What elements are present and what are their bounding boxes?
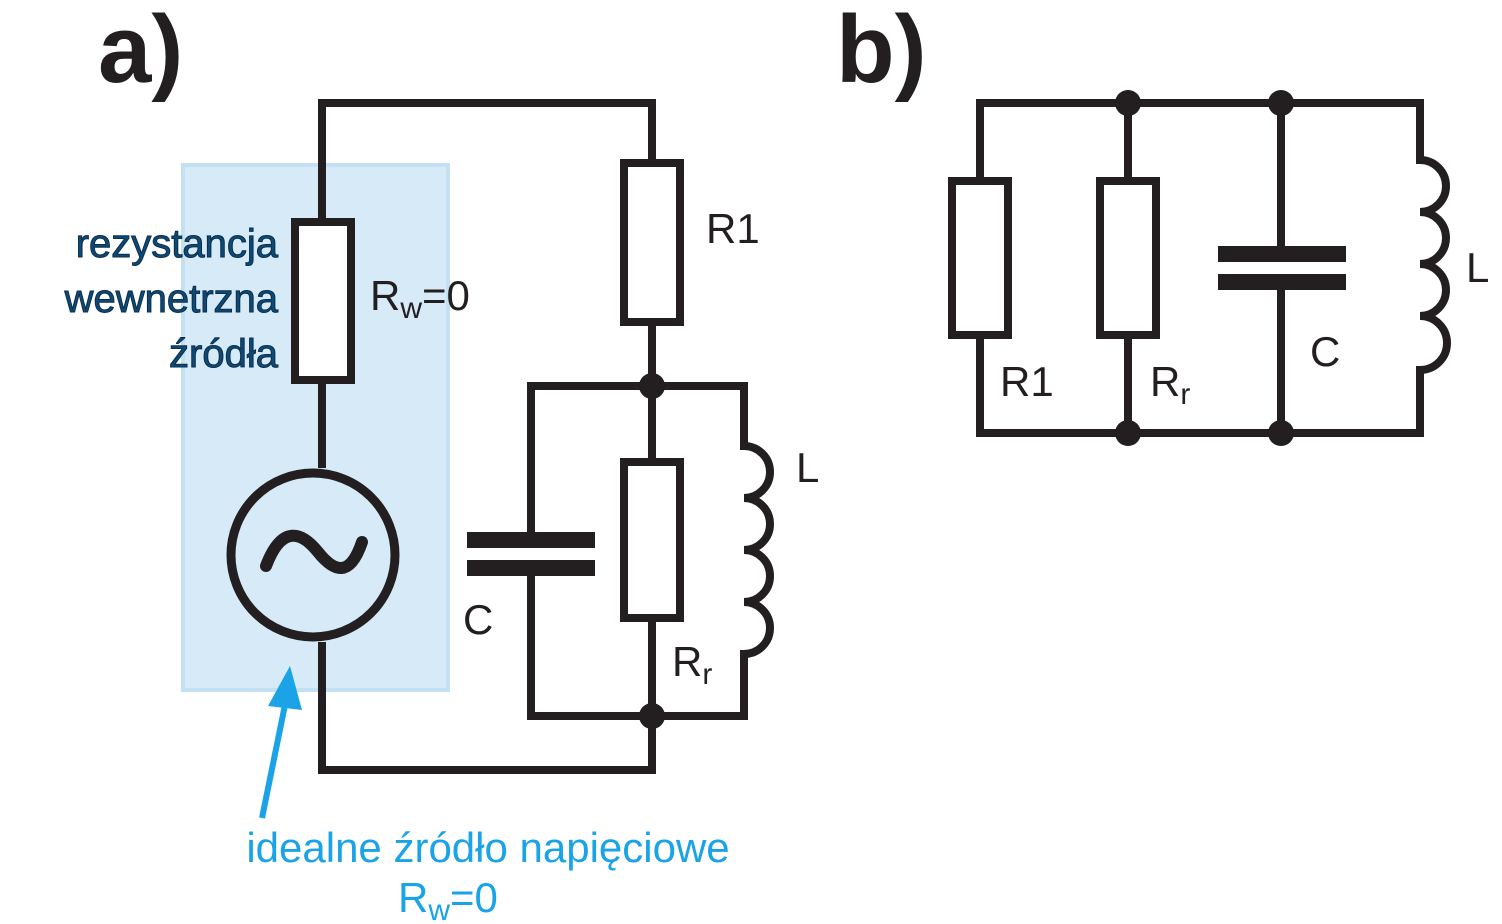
rr-label: Rr	[672, 638, 712, 691]
l-label: L	[1466, 244, 1489, 291]
internal-resistance-note-line1: rezystancja	[76, 222, 279, 266]
resistor-r1	[620, 159, 684, 326]
junction-node	[1268, 90, 1294, 116]
panel-a-label: a)	[98, 0, 183, 103]
parallel-top-wire	[527, 382, 748, 450]
r1-label: R1	[1000, 358, 1054, 405]
parallel-bottom-wire	[527, 570, 748, 720]
inductor-l	[739, 441, 774, 659]
internal-resistance-note-line2: wewnetrzna	[64, 277, 279, 321]
ideal-source-note: idealne źródło napięciowe	[246, 824, 729, 871]
bottom-wire	[318, 642, 656, 774]
ac-source-circle	[226, 468, 400, 642]
resistor-rw	[291, 218, 355, 384]
panel-a: a) R1 Rw=0 C Rr L	[63, 0, 819, 924]
panel-b-label: b)	[836, 0, 927, 103]
ideal-source-rw: Rw=0	[398, 874, 498, 924]
c-label: C	[463, 596, 493, 643]
resistor-r1	[948, 177, 1012, 339]
inductor-l	[1415, 155, 1451, 375]
junction-node	[1115, 420, 1141, 446]
rw-label: Rw=0	[370, 272, 470, 325]
junction-node	[639, 373, 665, 399]
l-label: L	[796, 444, 819, 491]
rr-label: Rr	[1150, 358, 1190, 411]
capacitor-plate-bottom	[1218, 274, 1346, 290]
resistor-rr	[620, 458, 684, 622]
junction-node	[1115, 90, 1141, 116]
junction-node	[639, 703, 665, 729]
junction-node	[1268, 420, 1294, 446]
capacitor-plate-top	[1218, 246, 1346, 262]
panel-b: b) R1 Rr C L	[836, 0, 1489, 446]
top-wire	[318, 99, 656, 167]
r1-label: R1	[706, 205, 760, 252]
arrow-head-icon	[268, 666, 302, 710]
internal-resistance-note-line3: źródła	[169, 332, 279, 376]
ac-wave-icon	[260, 529, 368, 574]
ideal-source-arrow	[259, 699, 289, 819]
c-label: C	[1310, 328, 1340, 375]
capacitor-plate-top	[467, 532, 595, 548]
resistor-rr	[1096, 177, 1160, 339]
capacitor-plate-bottom	[467, 560, 595, 576]
